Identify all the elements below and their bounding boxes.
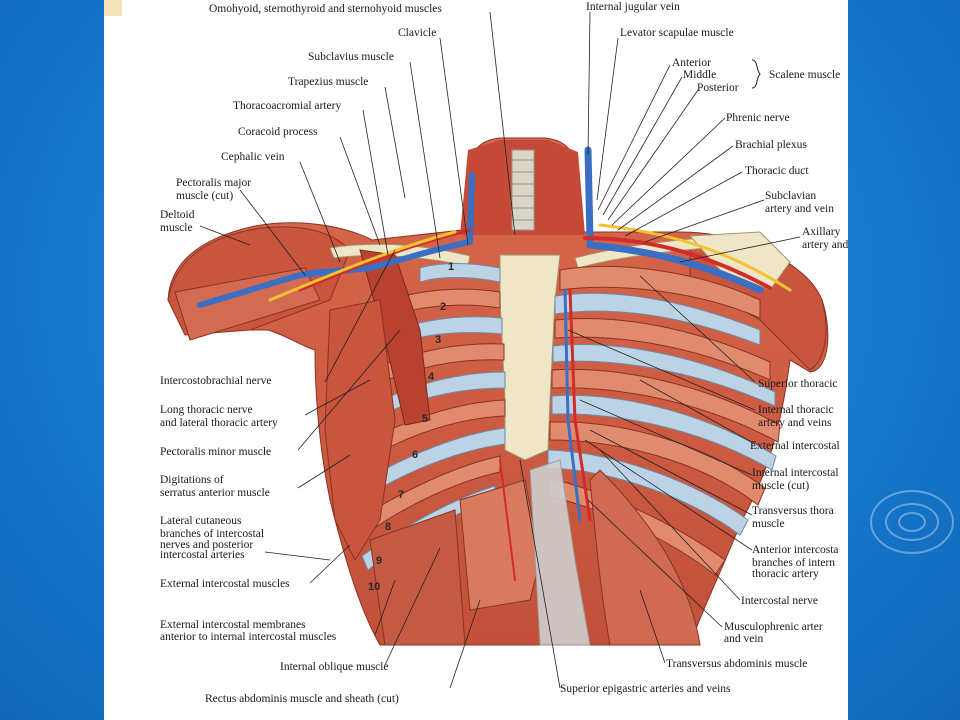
label-axillary-2: artery and bbox=[802, 239, 848, 251]
rib-number: 3 bbox=[435, 334, 441, 346]
label-pectoralis-minor: Pectoralis minor muscle bbox=[160, 446, 271, 458]
label-phrenic: Phrenic nerve bbox=[726, 112, 790, 124]
label-long-thoracic-2: and lateral thoracic artery bbox=[160, 417, 278, 429]
brachial-plexus bbox=[598, 223, 792, 292]
trachea bbox=[511, 149, 535, 231]
label-trapezius: Trapezius muscle bbox=[288, 76, 368, 88]
ripple-decoration bbox=[898, 512, 926, 532]
internal-thoracic-artery bbox=[568, 288, 592, 522]
label-internal-intercostal-2: muscle (cut) bbox=[752, 480, 809, 492]
rib-number: 4 bbox=[428, 371, 435, 383]
rib-number: 9 bbox=[376, 555, 382, 567]
label-internal-thoracic-2: artery and veins bbox=[758, 417, 832, 429]
label-lateral-cutaneous-3: nerves and posterior bbox=[160, 539, 253, 551]
label-musculophrenic: Musculophrenic arter bbox=[724, 621, 823, 633]
label-scalene-anterior: Anterior bbox=[672, 57, 711, 69]
scalene-brace bbox=[751, 59, 761, 89]
rib-number: 8 bbox=[385, 521, 391, 533]
label-thoracic-duct: Thoracic duct bbox=[745, 165, 809, 177]
leader-lines bbox=[199, 11, 801, 689]
transversus-abdominis bbox=[589, 469, 701, 646]
label-lateral-cutaneous-4: intercostal arteries bbox=[160, 549, 245, 561]
internal-thoracic-vein bbox=[563, 288, 582, 522]
label-external-membranes: External intercostal membranes bbox=[160, 619, 306, 631]
label-coracoid: Coracoid process bbox=[238, 126, 318, 138]
label-superior-epigastric: Superior epigastric arteries and veins bbox=[560, 683, 731, 695]
rib-number: 7 bbox=[398, 489, 404, 501]
rib-number: 6 bbox=[412, 449, 418, 461]
label-anterior-intercostal-3: thoracic artery bbox=[752, 568, 819, 580]
left-arm bbox=[174, 267, 321, 341]
label-scalene-posterior: Posterior bbox=[697, 82, 739, 94]
rib-number: 5 bbox=[422, 413, 428, 425]
rectus-abdominis bbox=[459, 479, 541, 611]
label-anterior-intercostal-2: branches of intern bbox=[752, 557, 835, 569]
rib-number: 1 bbox=[448, 261, 454, 273]
label-external-membranes-2: anterior to internal intercostal muscles bbox=[160, 631, 337, 643]
label-serratus-2: serratus anterior muscle bbox=[160, 487, 270, 499]
label-omohyoid: Omohyoid, sternothyroid and sternohyoid … bbox=[209, 3, 442, 15]
label-anterior-intercostal: Anterior intercosta bbox=[752, 544, 839, 556]
label-long-thoracic: Long thoracic nerve bbox=[160, 404, 253, 416]
label-thoracoacromial: Thoracoacromial artery bbox=[233, 100, 341, 112]
ripple-decoration bbox=[870, 490, 954, 554]
subclavian-artery bbox=[583, 236, 772, 290]
label-pectoralis-major-2: muscle (cut) bbox=[176, 190, 233, 202]
label-internal-jugular: Internal jugular vein bbox=[586, 1, 680, 13]
label-axillary: Axillary bbox=[802, 226, 841, 238]
label-deltoid-2: muscle bbox=[160, 222, 193, 234]
rib-number: 10 bbox=[368, 581, 380, 593]
label-cephalic: Cephalic vein bbox=[221, 151, 285, 163]
anatomy-figure: 1 2 3 4 5 6 7 8 9 10 bbox=[104, 0, 848, 720]
label-transversus-thoracis-2: muscle bbox=[752, 518, 785, 530]
label-intercostobrachial: Intercostobrachial nerve bbox=[160, 375, 271, 387]
superior-epigastric-vessels bbox=[499, 459, 516, 581]
rib-number: 2 bbox=[440, 301, 446, 313]
label-lateral-cutaneous-2: branches of intercostal bbox=[160, 528, 264, 540]
label-brachial: Brachial plexus bbox=[735, 139, 807, 151]
abdominal-wall bbox=[529, 459, 591, 646]
label-internal-intercostal: Internal intercostal bbox=[752, 467, 839, 479]
left-subclavian-artery bbox=[298, 228, 472, 292]
label-rectus: Rectus abdominis muscle and sheath (cut) bbox=[205, 693, 399, 705]
label-musculophrenic-2: and vein bbox=[724, 633, 764, 645]
label-superior-thoracic: Superior thoracic bbox=[758, 378, 838, 390]
subclavian-vein bbox=[586, 241, 764, 294]
label-external-intercostal-muscles: External intercostal muscles bbox=[160, 578, 290, 590]
label-scalene: Scalene muscle bbox=[769, 69, 840, 81]
left-brachial-plexus bbox=[268, 230, 457, 302]
label-intercostal-nerve: Intercostal nerve bbox=[741, 595, 818, 607]
label-transversus-abdominis: Transversus abdominis muscle bbox=[666, 658, 807, 670]
label-external-intercostal-right: External intercostal bbox=[750, 440, 840, 452]
page-corner-marker bbox=[104, 0, 122, 16]
label-scalene-middle: Middle bbox=[683, 69, 716, 81]
label-pectoralis-major: Pectoralis major bbox=[176, 177, 251, 189]
ripple-decoration bbox=[885, 503, 939, 541]
label-subclavius: Subclavius muscle bbox=[308, 51, 394, 63]
internal-jugular-vein bbox=[584, 146, 594, 244]
axillary-vein bbox=[197, 239, 473, 308]
label-transversus-thoracis: Transversus thora bbox=[752, 505, 834, 517]
label-lateral-cutaneous: Lateral cutaneous bbox=[160, 515, 242, 527]
serratus-anterior bbox=[324, 299, 396, 562]
label-subclavian: Subclavian bbox=[765, 190, 816, 202]
label-deltoid: Deltoid bbox=[160, 209, 195, 221]
label-clavicle: Clavicle bbox=[398, 27, 436, 39]
label-levator: Levator scapulae muscle bbox=[620, 27, 734, 39]
label-internal-oblique: Internal oblique muscle bbox=[280, 661, 389, 673]
label-subclavian-2: artery and vein bbox=[765, 203, 834, 215]
label-serratus: Digitations of bbox=[160, 474, 224, 486]
label-internal-thoracic: Internal thoracic bbox=[758, 404, 834, 416]
thorax-illustration: 1 2 3 4 5 6 7 8 9 10 bbox=[160, 1, 848, 705]
